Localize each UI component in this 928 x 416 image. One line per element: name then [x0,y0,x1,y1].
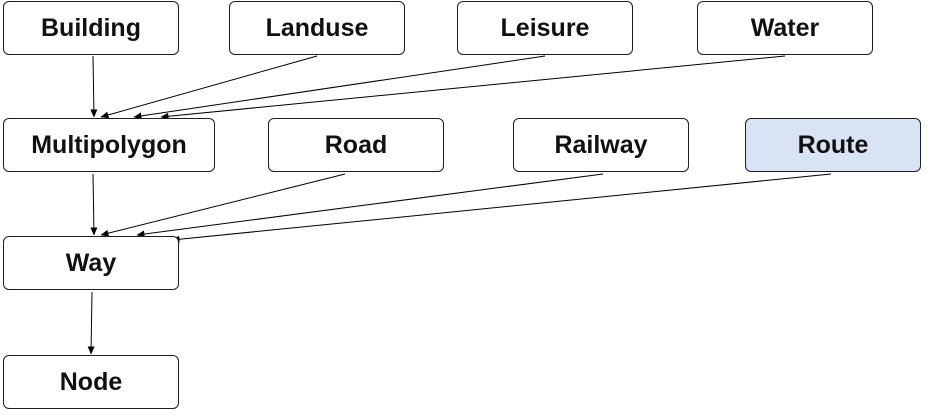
node-leisure: Leisure [457,1,633,55]
node-landuse: Landuse [229,1,405,55]
node-road: Road [268,118,444,172]
node-railway: Railway [513,118,689,172]
edge-water-multipolygon [160,55,786,120]
edge-landuse-multipolygon [100,55,318,119]
edge-way-node [87,291,95,355]
node-building: Building [3,1,179,55]
node-way: Way [3,236,179,290]
node-water: Water [697,1,873,55]
node-route: Route [745,118,921,172]
node-multipolygon: Multipolygon [3,118,215,172]
edge-multipolygon-way [90,173,98,236]
edge-railway-way [136,173,604,238]
edge-leisure-multipolygon [133,55,546,120]
edge-route-way [171,173,832,243]
edge-road-way [100,173,346,237]
node-node: Node [3,355,179,409]
edge-building-multipolygon [90,55,98,118]
